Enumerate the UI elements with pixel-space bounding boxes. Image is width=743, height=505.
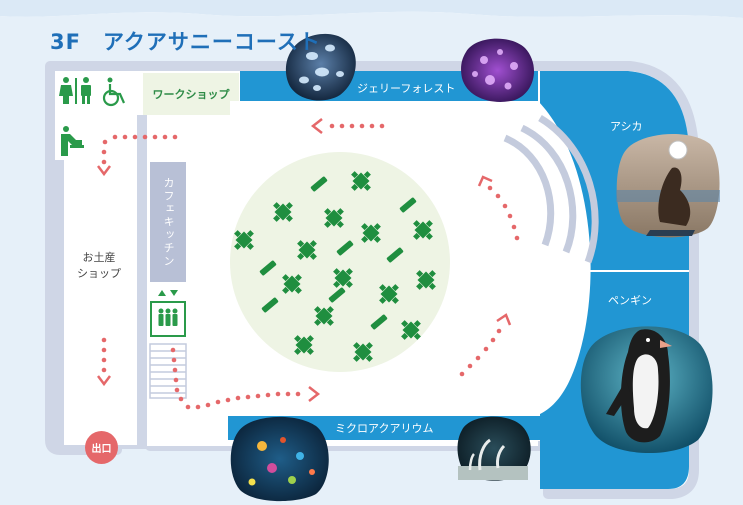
- workshop-room: [143, 73, 239, 115]
- penguin-label: ペンギン: [608, 294, 652, 307]
- curved-wall: [538, 115, 599, 264]
- wheelchair-icon: [102, 77, 126, 107]
- curved-wall: [503, 134, 555, 247]
- sea-lion-label: アシカ: [610, 120, 643, 133]
- bench: [370, 314, 388, 330]
- bench: [336, 240, 354, 256]
- bench: [261, 297, 279, 313]
- bench: [386, 247, 404, 263]
- curved-wall: [520, 124, 577, 254]
- floor-title: 3F アクアサニーコースト: [50, 30, 321, 54]
- stairs: [149, 343, 187, 399]
- bench: [328, 287, 346, 303]
- workshop-label[interactable]: ワークショップ: [152, 88, 230, 101]
- jellyfish-photo: [285, 33, 356, 101]
- coral-reef-photo: [230, 416, 329, 502]
- jelly-forest-label: ジェリーフォレスト: [357, 82, 456, 95]
- elevator-icon: [158, 290, 178, 326]
- penguin-photo: [580, 326, 713, 454]
- bench: [310, 176, 328, 192]
- garden-eel-photo: [457, 416, 531, 481]
- inner-wall: [50, 115, 64, 445]
- exit-marker[interactable]: 出口: [85, 431, 118, 464]
- baby-changing-icon: [61, 126, 84, 156]
- bench: [399, 197, 417, 213]
- restroom-icon: [59, 77, 91, 104]
- route-arrows: [97, 118, 520, 410]
- souvenir-shop-label[interactable]: お土産 ショップ: [77, 251, 121, 280]
- micro-aquarium-label: ミクロアクアリウム: [335, 422, 434, 435]
- wave-background: [0, 0, 743, 18]
- cafe-kitchen-block[interactable]: [150, 162, 186, 282]
- inner-wall: [137, 115, 147, 445]
- purple-jelly-photo: [461, 38, 535, 102]
- cafe-kitchen-label: カフェキッチン: [162, 176, 175, 268]
- sea-lion-photo: [616, 133, 720, 238]
- bench: [259, 260, 277, 276]
